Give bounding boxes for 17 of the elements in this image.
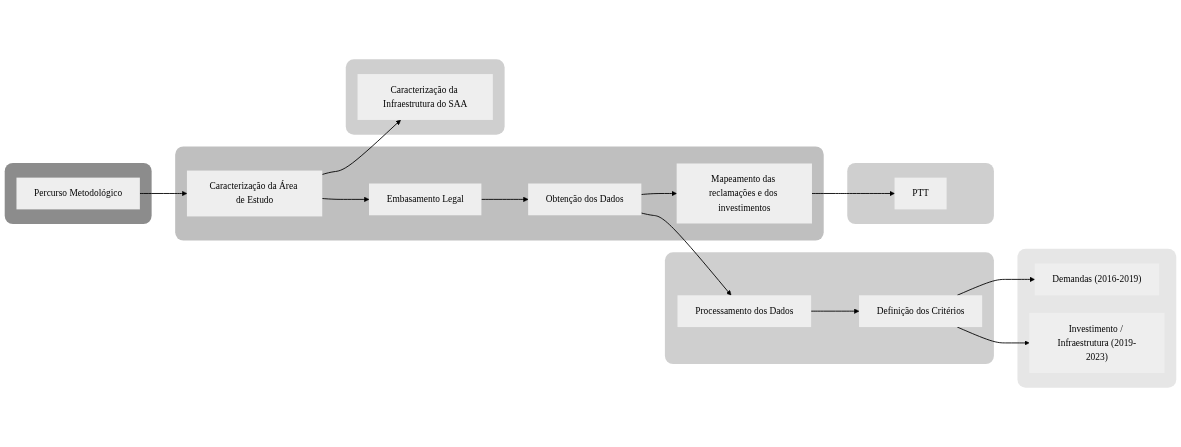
node-box: Obtenção dos Dados <box>528 183 642 216</box>
cluster <box>847 162 994 225</box>
node-box: Embasamento Legal <box>369 183 482 216</box>
node-box: PTT <box>894 177 947 210</box>
cluster <box>345 59 505 135</box>
cluster <box>1017 248 1177 388</box>
node-box: Mapeamento das reclamações e dos investimentos <box>676 163 812 224</box>
node-box: Investimento / Infraestrutura (2019-2023) <box>1029 312 1165 373</box>
cluster <box>175 146 824 241</box>
node-box: Definição dos Critérios <box>859 295 983 328</box>
node-box: Percurso Metodológico <box>16 177 140 210</box>
node-box: Caracterização da Infraestrutura do SAA <box>357 74 493 120</box>
cluster <box>664 252 994 365</box>
cluster <box>4 162 152 225</box>
node-box: Processamento dos Dados <box>677 295 812 328</box>
node-box: Demandas (2016-2019) <box>1034 263 1160 296</box>
node-box: Caracterização da Área de Estudo <box>186 170 323 217</box>
